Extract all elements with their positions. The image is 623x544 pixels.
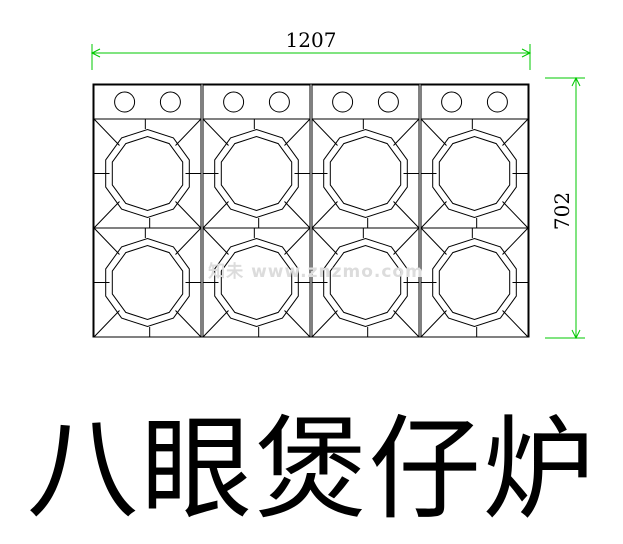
width-arrow-left	[90, 48, 101, 58]
burner-ring-inner	[329, 244, 402, 321]
burner-ring-inner	[220, 135, 293, 212]
corner-diagonal	[420, 310, 447, 338]
corner-diagonal	[175, 201, 202, 229]
corner-diagonal	[202, 310, 229, 338]
corner-diagonal	[175, 118, 202, 146]
height-dimension-label: 702	[550, 192, 574, 230]
burner-ring-inner	[438, 244, 511, 321]
burner-ring-outer	[323, 237, 408, 328]
width-dimension-label: 1207	[286, 28, 337, 52]
corner-diagonal	[93, 227, 120, 255]
control-panel-section	[420, 84, 529, 120]
burner-ring-outer	[432, 128, 517, 219]
burner-ring-inner	[111, 244, 184, 321]
control-panel-section	[311, 84, 420, 120]
height-arrow-bottom	[571, 329, 581, 340]
control-knob	[486, 91, 508, 113]
burner-ring-outer	[105, 128, 190, 219]
burner-ring-outer	[214, 128, 299, 219]
burner-ring-inner	[438, 135, 511, 212]
corner-diagonal	[175, 310, 202, 338]
control-knob	[377, 91, 399, 113]
height-dimension: 702	[545, 76, 585, 340]
control-knob	[441, 91, 463, 113]
corner-diagonal	[284, 227, 311, 255]
corner-diagonal	[284, 201, 311, 229]
watermark: 知未 www.znzmo.com	[207, 261, 424, 282]
corner-diagonal	[393, 118, 420, 146]
corner-diagonal	[393, 310, 420, 338]
burner-ring-inner	[111, 135, 184, 212]
corner-diagonal	[284, 118, 311, 146]
corner-diagonal	[502, 227, 529, 255]
corner-diagonal	[502, 118, 529, 146]
corner-diagonal	[502, 310, 529, 338]
corner-diagonal	[93, 118, 120, 146]
corner-diagonal	[202, 201, 229, 229]
burner-ring-outer	[105, 237, 190, 328]
control-knob	[223, 91, 245, 113]
corner-diagonal	[420, 118, 447, 146]
control-knob	[332, 91, 354, 113]
corner-diagonal	[393, 201, 420, 229]
control-knob	[268, 91, 290, 113]
burner-ring-inner	[329, 135, 402, 212]
corner-diagonal	[420, 201, 447, 229]
drawing-title: 八眼煲仔炉	[26, 405, 597, 535]
burner-ring-outer	[214, 237, 299, 328]
corner-diagonal	[311, 201, 338, 229]
corner-diagonal	[311, 118, 338, 146]
stove-outline	[92, 83, 530, 338]
burner-ring-outer	[323, 128, 408, 219]
corner-diagonal	[311, 310, 338, 338]
corner-diagonal	[202, 118, 229, 146]
corner-diagonal	[93, 310, 120, 338]
width-dimension: 1207	[90, 28, 532, 70]
control-panel-section	[202, 84, 311, 120]
control-panel-section	[93, 84, 202, 120]
height-arrow-top	[571, 76, 581, 87]
burner-ring-outer	[432, 237, 517, 328]
corner-diagonal	[202, 227, 229, 255]
corner-diagonal	[175, 227, 202, 255]
control-knob	[114, 91, 136, 113]
corner-diagonal	[311, 227, 338, 255]
corner-diagonal	[93, 201, 120, 229]
corner-diagonal	[502, 201, 529, 229]
control-knob	[159, 91, 181, 113]
corner-diagonal	[393, 227, 420, 255]
width-arrow-right	[521, 48, 532, 58]
corner-diagonal	[284, 310, 311, 338]
burner-ring-inner	[220, 244, 293, 321]
corner-diagonal	[420, 227, 447, 255]
stove-body	[92, 83, 530, 338]
